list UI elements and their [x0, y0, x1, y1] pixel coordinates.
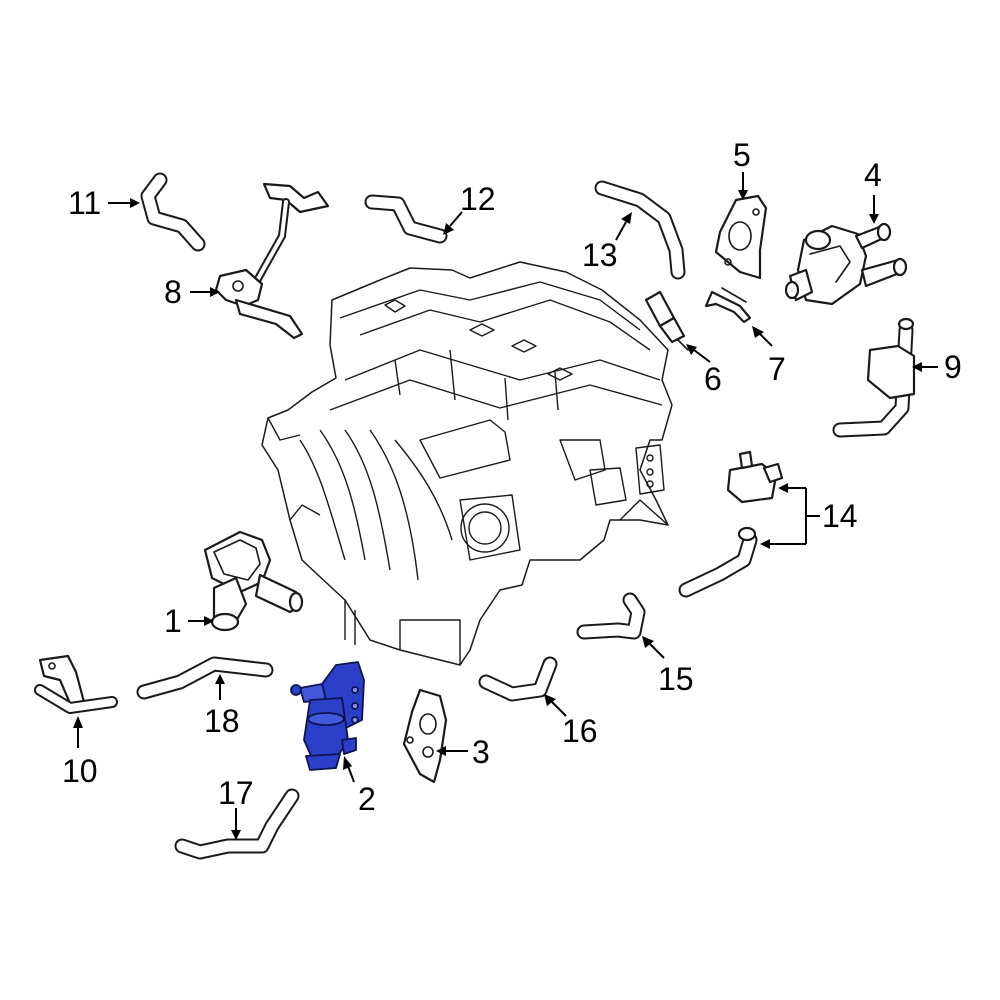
callout-14: 14 — [822, 498, 858, 534]
part-5-gasket[interactable] — [714, 194, 768, 280]
part-4-thermostat-housing[interactable] — [784, 222, 908, 306]
callout-15: 15 — [658, 661, 694, 697]
callout-9: 9 — [944, 349, 962, 385]
part-8-pipe-bracket[interactable] — [214, 182, 330, 340]
part-17-hose[interactable] — [174, 788, 300, 860]
part-6-sensor[interactable] — [644, 290, 689, 351]
callout-5: 5 — [733, 137, 751, 173]
engine-block — [261, 261, 673, 666]
part-12-hose[interactable] — [364, 194, 448, 244]
callout-18: 18 — [204, 703, 240, 739]
part-15-hose[interactable] — [576, 592, 646, 640]
part-11-hose[interactable] — [140, 172, 206, 252]
callout-3: 3 — [472, 734, 490, 770]
callout-11: 11 — [68, 185, 101, 221]
part-10-pipe-bracket[interactable] — [34, 654, 118, 714]
part-7-clip[interactable] — [704, 287, 752, 324]
callout-12: 12 — [460, 181, 496, 217]
part-1-water-outlet[interactable] — [203, 530, 304, 632]
callout-13: 13 — [582, 237, 618, 273]
part-13-hose[interactable] — [594, 180, 686, 280]
callout-8: 8 — [164, 274, 182, 310]
callout-4: 4 — [864, 157, 882, 193]
part-3-bracket[interactable] — [402, 688, 448, 784]
part-9-hose-fitting[interactable] — [832, 317, 916, 438]
callout-7: 7 — [768, 351, 786, 387]
callout-1: 1 — [164, 603, 182, 639]
part-18-hose[interactable] — [136, 656, 274, 700]
callout-16: 16 — [562, 713, 598, 749]
part-14-valve-hose[interactable] — [678, 450, 784, 598]
callout-10: 10 — [62, 753, 98, 789]
callout-2: 2 — [358, 781, 376, 817]
part-2-coolant-pump[interactable] — [290, 661, 365, 771]
callout-17: 17 — [218, 775, 254, 811]
callout-6: 6 — [704, 361, 722, 397]
part-16-hose[interactable] — [478, 656, 558, 702]
leader-lines — [73, 172, 938, 840]
callout-labels: 1 2 3 4 5 6 7 8 9 10 11 12 13 14 15 16 1… — [62, 137, 962, 817]
